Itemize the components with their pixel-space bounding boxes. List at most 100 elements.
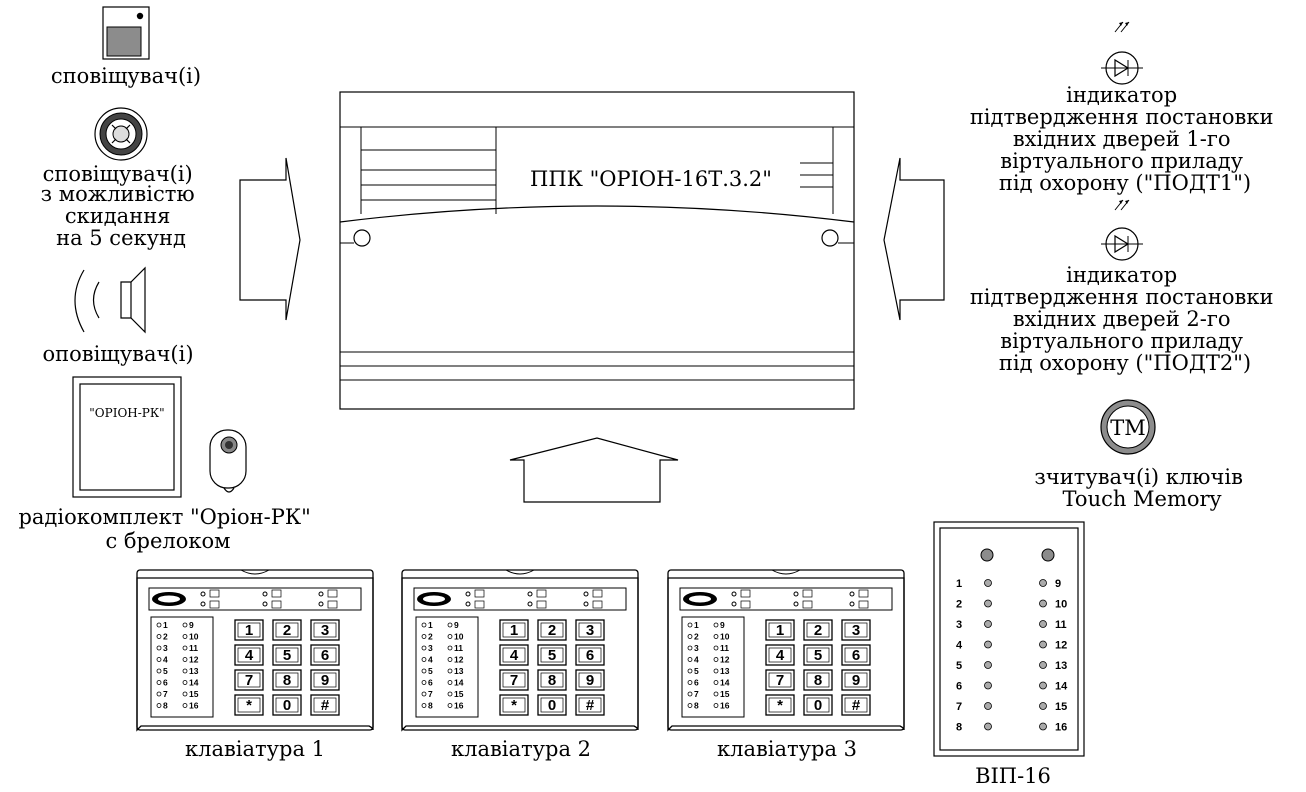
key-button[interactable]: [537, 694, 567, 716]
keypad-3-label: клавіатура 3: [717, 737, 857, 761]
key-inner: [844, 697, 868, 713]
status-led-icon: [527, 591, 533, 597]
zone-number: 13: [454, 666, 464, 676]
status-symbol-icon: [474, 589, 485, 598]
key-button[interactable]: [310, 644, 340, 666]
key-label: 9: [852, 672, 860, 689]
zone-led-icon: [713, 691, 719, 697]
key-inner: [502, 697, 526, 713]
key-button[interactable]: [537, 644, 567, 666]
key-button[interactable]: [841, 669, 871, 691]
status-led-icon: [583, 591, 589, 597]
key-button[interactable]: [803, 644, 833, 666]
key-inner: [844, 672, 868, 688]
key-inner: [768, 672, 792, 688]
vip16-zone-number: 5: [956, 660, 962, 672]
key-button[interactable]: [841, 694, 871, 716]
key-button[interactable]: [803, 619, 833, 641]
key-button[interactable]: [310, 694, 340, 716]
key-label: 8: [283, 672, 291, 689]
status-led-icon: [583, 601, 589, 607]
key-button[interactable]: [272, 694, 302, 716]
key-label: 6: [852, 647, 860, 664]
key-inner: [540, 697, 564, 713]
keypad-body: [667, 577, 905, 732]
key-button[interactable]: [272, 644, 302, 666]
key-label: *: [511, 697, 517, 714]
indicator-2-label: індикатор підтвердження постановки вхідн…: [970, 263, 1280, 375]
status-led-icon: [849, 601, 855, 607]
key-button[interactable]: [765, 694, 795, 716]
zone-number: 16: [720, 701, 730, 711]
status-symbol-icon: [474, 600, 485, 609]
zone-led-box: [415, 616, 479, 718]
zone-led-icon: [687, 680, 693, 685]
key-inner: [540, 622, 564, 638]
key-button[interactable]: [575, 619, 605, 641]
key-button[interactable]: [234, 669, 264, 691]
vip16-zone-led-icon: [1039, 722, 1047, 731]
key-button[interactable]: [272, 669, 302, 691]
key-label: 4: [245, 647, 254, 664]
status-led-icon: [731, 591, 737, 597]
status-symbol-icon: [271, 600, 282, 609]
key-button[interactable]: [499, 619, 529, 641]
key-button[interactable]: [499, 694, 529, 716]
vip16-zone-led-icon: [984, 702, 992, 710]
vip16-zone-led-icon: [1039, 661, 1047, 669]
zone-number: 7: [694, 689, 699, 699]
zone-led-icon: [713, 680, 719, 685]
led-indicator-1-icon: [1101, 21, 1143, 85]
key-inner: [540, 672, 564, 688]
key-button[interactable]: [841, 644, 871, 666]
key-button[interactable]: [803, 669, 833, 691]
zone-number: 7: [163, 689, 168, 699]
detector-icon: [102, 6, 150, 60]
sounder-label: оповіщувач(і): [42, 342, 193, 366]
key-button[interactable]: [765, 644, 795, 666]
status-led-icon: [318, 601, 324, 607]
key-inner: [275, 622, 299, 638]
key-button[interactable]: [575, 644, 605, 666]
status-led-icon: [465, 591, 471, 597]
key-label: 0: [814, 697, 822, 714]
key-button[interactable]: [537, 619, 567, 641]
key-button[interactable]: [234, 619, 264, 641]
zone-number: 6: [694, 678, 699, 688]
key-button[interactable]: [803, 694, 833, 716]
zone-number: 11: [189, 643, 198, 653]
key-button[interactable]: [765, 669, 795, 691]
key-button[interactable]: [310, 619, 340, 641]
zone-number: 5: [163, 666, 168, 676]
key-button[interactable]: [310, 669, 340, 691]
key-button[interactable]: [499, 644, 529, 666]
key-button[interactable]: [537, 669, 567, 691]
vip16-zone-number: 14: [1055, 681, 1068, 693]
key-inner: [237, 622, 261, 638]
vip16-zone-led-icon: [1039, 640, 1047, 649]
zone-number: 11: [454, 643, 463, 653]
key-button[interactable]: [499, 669, 529, 691]
key-button[interactable]: [575, 694, 605, 716]
zone-led-icon: [182, 668, 188, 674]
key-button[interactable]: [575, 669, 605, 691]
zone-number: 16: [454, 701, 464, 711]
key-label: 5: [283, 647, 291, 664]
vip16-zone-number: 1: [956, 578, 962, 590]
status-symbol-icon: [536, 589, 547, 598]
key-button[interactable]: [234, 694, 264, 716]
key-button[interactable]: [841, 619, 871, 641]
key-inner: [275, 697, 299, 713]
detector-reset-label: сповіщувач(і) з можливістю скидання на 5…: [41, 162, 202, 250]
key-button[interactable]: [272, 619, 302, 641]
key-button[interactable]: [234, 644, 264, 666]
zone-number: 13: [189, 666, 199, 676]
status-symbol-icon: [740, 589, 751, 598]
vip16-zone-number: 8: [956, 722, 962, 734]
keypad-frame: [136, 569, 374, 731]
key-button[interactable]: [765, 619, 795, 641]
vip16-zone-led-icon: [1039, 681, 1047, 690]
